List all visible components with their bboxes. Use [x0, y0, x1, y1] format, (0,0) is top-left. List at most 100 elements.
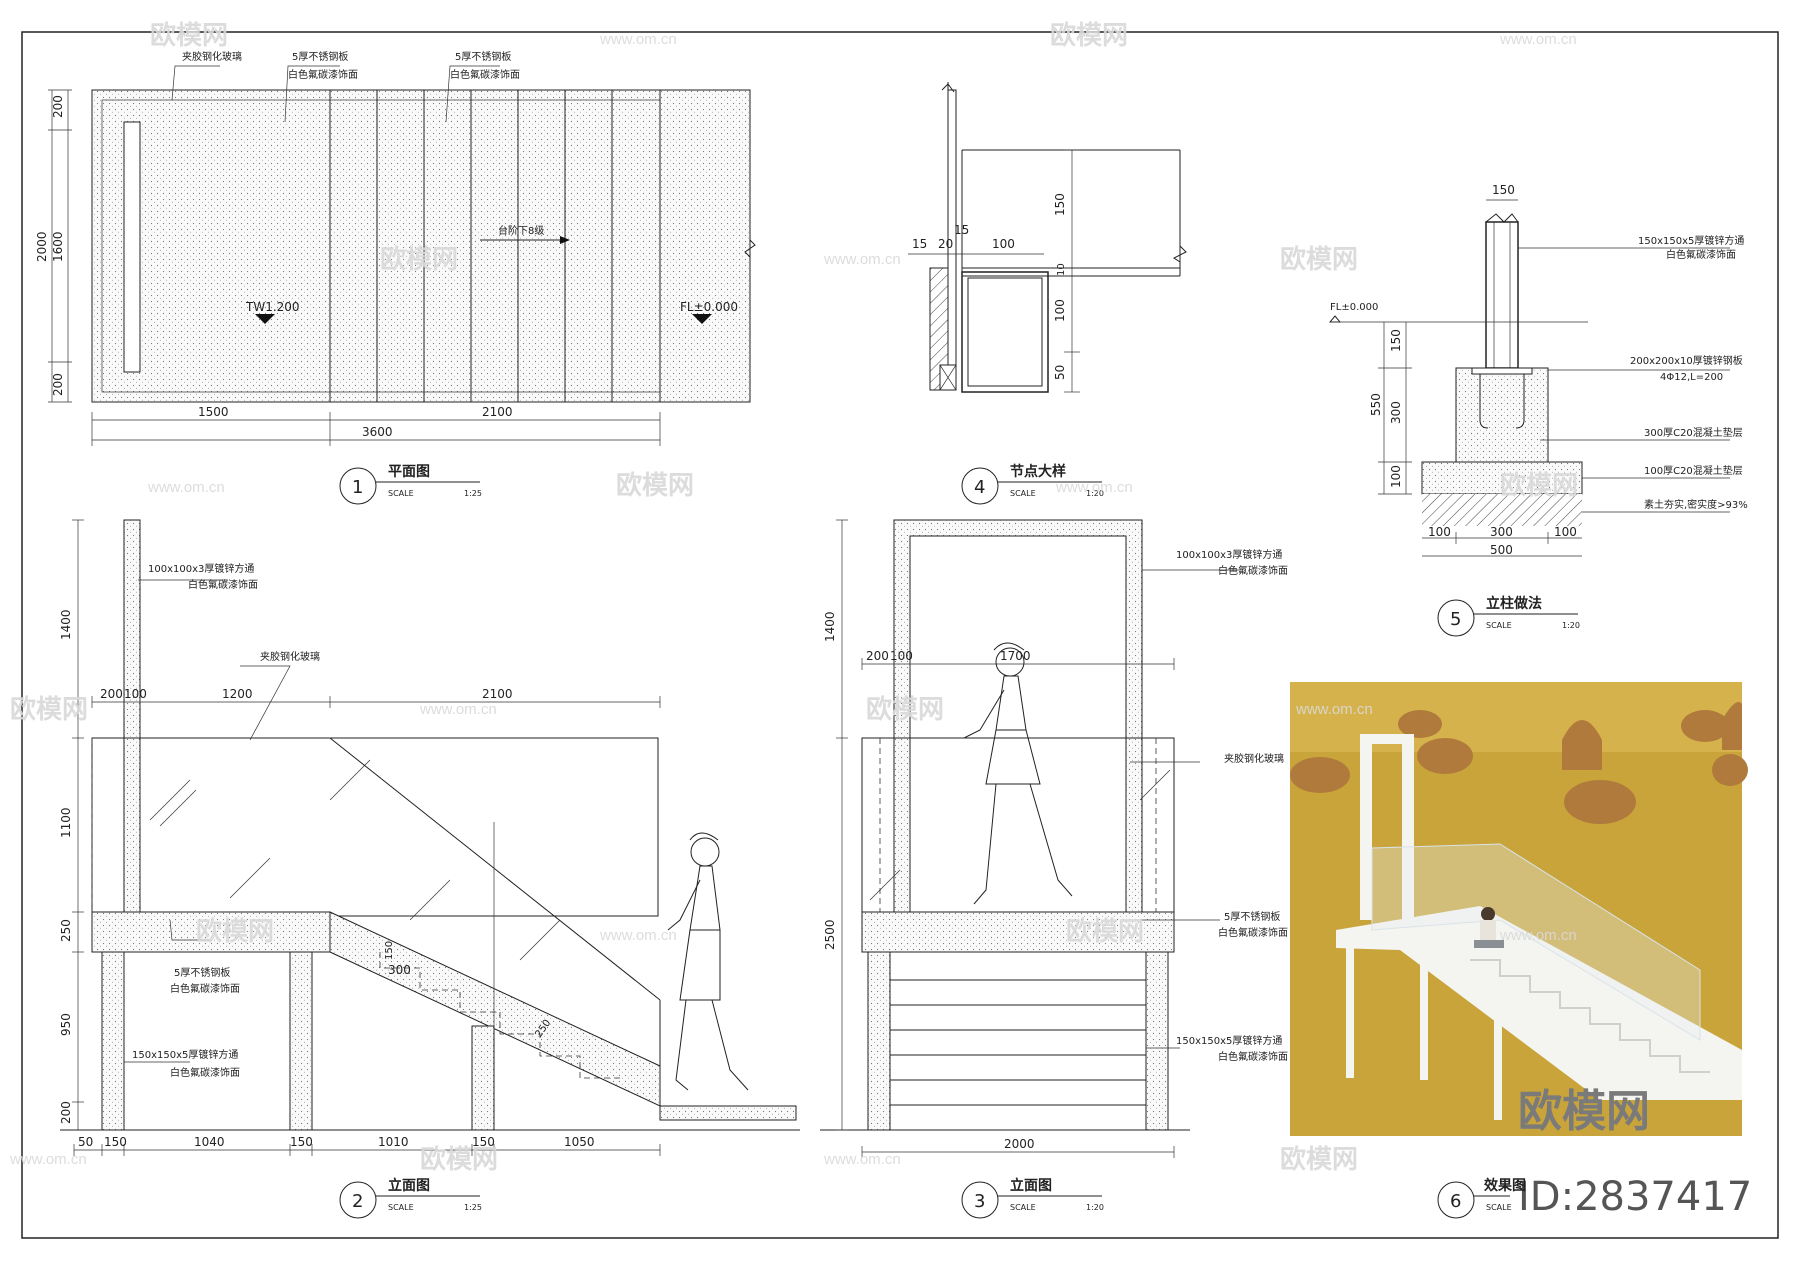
- elev2-dim: 1040: [194, 1135, 225, 1149]
- watermark-brand: 欧模网: [1050, 20, 1128, 50]
- column-note: 100厚C20混凝土垫层: [1644, 464, 1743, 477]
- sheet-border: [21, 31, 1779, 1239]
- watermark-brand: 欧模网: [10, 694, 88, 724]
- watermark-url: www.om.cn: [599, 927, 677, 944]
- column-dim: 100: [1389, 465, 1403, 488]
- elev2-dim: 1010: [378, 1135, 409, 1149]
- node-dim: 50: [1053, 365, 1067, 380]
- watermark-url: www.om.cn: [823, 1151, 901, 1168]
- watermark-brand: 欧模网: [1500, 470, 1578, 500]
- elev3-dim: 1400: [823, 611, 837, 642]
- elev2-dim: 1050: [564, 1135, 595, 1149]
- watermark-brand: 欧模网: [1280, 1144, 1358, 1174]
- node-dim: 20: [938, 237, 953, 251]
- elev2-dim: 2100: [482, 687, 513, 701]
- watermark-url: www.om.cn: [419, 701, 497, 718]
- column-level: FL±0.000: [1330, 302, 1378, 313]
- elev2-dim: 150: [472, 1135, 495, 1149]
- column-note: 300厚C20混凝土垫层: [1644, 426, 1743, 439]
- plan-level: FL±0.000: [680, 300, 738, 314]
- side-elevation: 100x100x3厚镀锌方通 白色氟碳漆饰面 夹胶钢化玻璃 5厚不锈钢板 白色氟…: [59, 519, 800, 1156]
- column-soil: [1422, 494, 1582, 526]
- elev-column: [471, 1025, 495, 1131]
- plan-note: 5厚不锈钢板: [292, 50, 348, 63]
- plan-dim: 1500: [198, 405, 229, 419]
- elev2-dim: 1100: [59, 807, 73, 838]
- elev3-note: 150x150x5厚镀锌方通: [1176, 1034, 1282, 1047]
- watermark-url: www.om.cn: [599, 31, 677, 48]
- title-render: 6 效果图 SCALE: [1437, 1177, 1526, 1219]
- plan-view: 夹胶钢化玻璃 5厚不锈钢板 白色氟碳漆饰面 5厚不锈钢板 白色氟碳漆饰面 台阶下…: [35, 50, 756, 446]
- title-name: 立柱做法: [1486, 595, 1542, 612]
- elev2-dim: 250: [59, 919, 73, 942]
- elev2-dim: 150: [104, 1135, 127, 1149]
- title-scale-label: SCALE: [1010, 1203, 1036, 1212]
- plan-level-marker: [692, 314, 712, 324]
- stair-structure: [1336, 734, 1742, 1120]
- plan-deck: [91, 89, 751, 403]
- plan-note: 夹胶钢化玻璃: [182, 50, 242, 63]
- title-name: 节点大样: [1010, 463, 1066, 480]
- column-note: 150x150x5厚镀锌方通: [1638, 234, 1744, 247]
- elev2-dim: 50: [78, 1135, 93, 1149]
- rendering-photo: 欧模网 ID:2837417: [1290, 682, 1752, 1220]
- plan-note: 白色氟碳漆饰面: [288, 68, 358, 81]
- elev3-note: 白色氟碳漆饰面: [1218, 564, 1288, 577]
- watermark-brand: 欧模网: [380, 244, 458, 274]
- watermark-url: www.om.cn: [9, 1151, 87, 1168]
- elev3-dim: 2000: [1004, 1137, 1035, 1151]
- title-scale: 1:20: [1562, 621, 1580, 630]
- elev2-dim: 200: [100, 687, 123, 701]
- column-detail: 150 FL±0.000 150x150x5厚镀锌方通 白色氟碳漆饰面 200x…: [1328, 183, 1748, 557]
- title-node: 4 节点大样 SCALE 1:20: [961, 463, 1104, 505]
- title-number: 3: [974, 1191, 985, 1212]
- title-number: 4: [974, 477, 985, 498]
- elev2-note: 150x150x5厚镀锌方通: [132, 1048, 238, 1061]
- elev2-note: 白色氟碳漆饰面: [170, 1066, 240, 1079]
- title-scale-label: SCALE: [1486, 621, 1512, 630]
- watermark-brand: 欧模网: [1066, 916, 1144, 946]
- elev-column: [101, 951, 125, 1131]
- front-column: [867, 951, 891, 1131]
- elev2-dim: 200: [59, 1101, 73, 1124]
- watermark-url: www.om.cn: [1499, 31, 1577, 48]
- photo-watermark-brand: 欧模网: [1518, 1086, 1650, 1137]
- title-name: 立面图: [1010, 1177, 1052, 1194]
- elev-frame-post: [123, 519, 141, 913]
- watermarks: 欧模网 www.om.cn 欧模网 www.om.cn 欧模网 www.om.c…: [9, 20, 1578, 1174]
- node-dim: 15: [912, 237, 927, 251]
- column-dim: 500: [1490, 543, 1513, 557]
- elev3-note: 5厚不锈钢板: [1224, 910, 1280, 923]
- node-dim: 15: [954, 223, 969, 237]
- elev2-note: 夹胶钢化玻璃: [260, 650, 320, 663]
- watermark-brand: 欧模网: [1280, 244, 1358, 274]
- title-scale-label: SCALE: [388, 1203, 414, 1212]
- elev3-note: 白色氟碳漆饰面: [1218, 1050, 1288, 1063]
- column-dim: 300: [1490, 525, 1513, 539]
- column-note: 素土夯实,密实度>93%: [1644, 498, 1748, 511]
- title-number: 6: [1450, 1191, 1461, 1212]
- title-elev3: 3 立面图 SCALE 1:20: [961, 1177, 1104, 1219]
- plan-dim: 200: [51, 95, 65, 118]
- elev3-note: 100x100x3厚镀锌方通: [1176, 548, 1282, 561]
- watermark-url: www.om.cn: [1499, 927, 1577, 944]
- plan-post: [123, 121, 141, 373]
- watermark-brand: 欧模网: [150, 20, 228, 50]
- photo-watermark-id: ID:2837417: [1518, 1174, 1752, 1220]
- elev-column: [289, 951, 313, 1131]
- plan-level-marker: [255, 314, 275, 324]
- title-name: 效果图: [1484, 1177, 1526, 1194]
- plan-dim: 2000: [35, 231, 49, 262]
- column-footing: [1455, 367, 1549, 463]
- hay-bales: [1290, 702, 1748, 824]
- column-dim: 150: [1389, 329, 1403, 352]
- node-dim: 10: [1056, 263, 1067, 276]
- photo-child-figure: [1474, 907, 1504, 948]
- watermark-brand: 欧模网: [866, 694, 944, 724]
- front-human-figure: [963, 642, 1073, 905]
- title-plan: 1 平面图 SCALE 1:25: [339, 464, 482, 505]
- elev2-note: 100x100x3厚镀锌方通: [148, 562, 254, 575]
- node-dim: 100: [1053, 299, 1067, 322]
- elev2-dim: 1400: [59, 609, 73, 640]
